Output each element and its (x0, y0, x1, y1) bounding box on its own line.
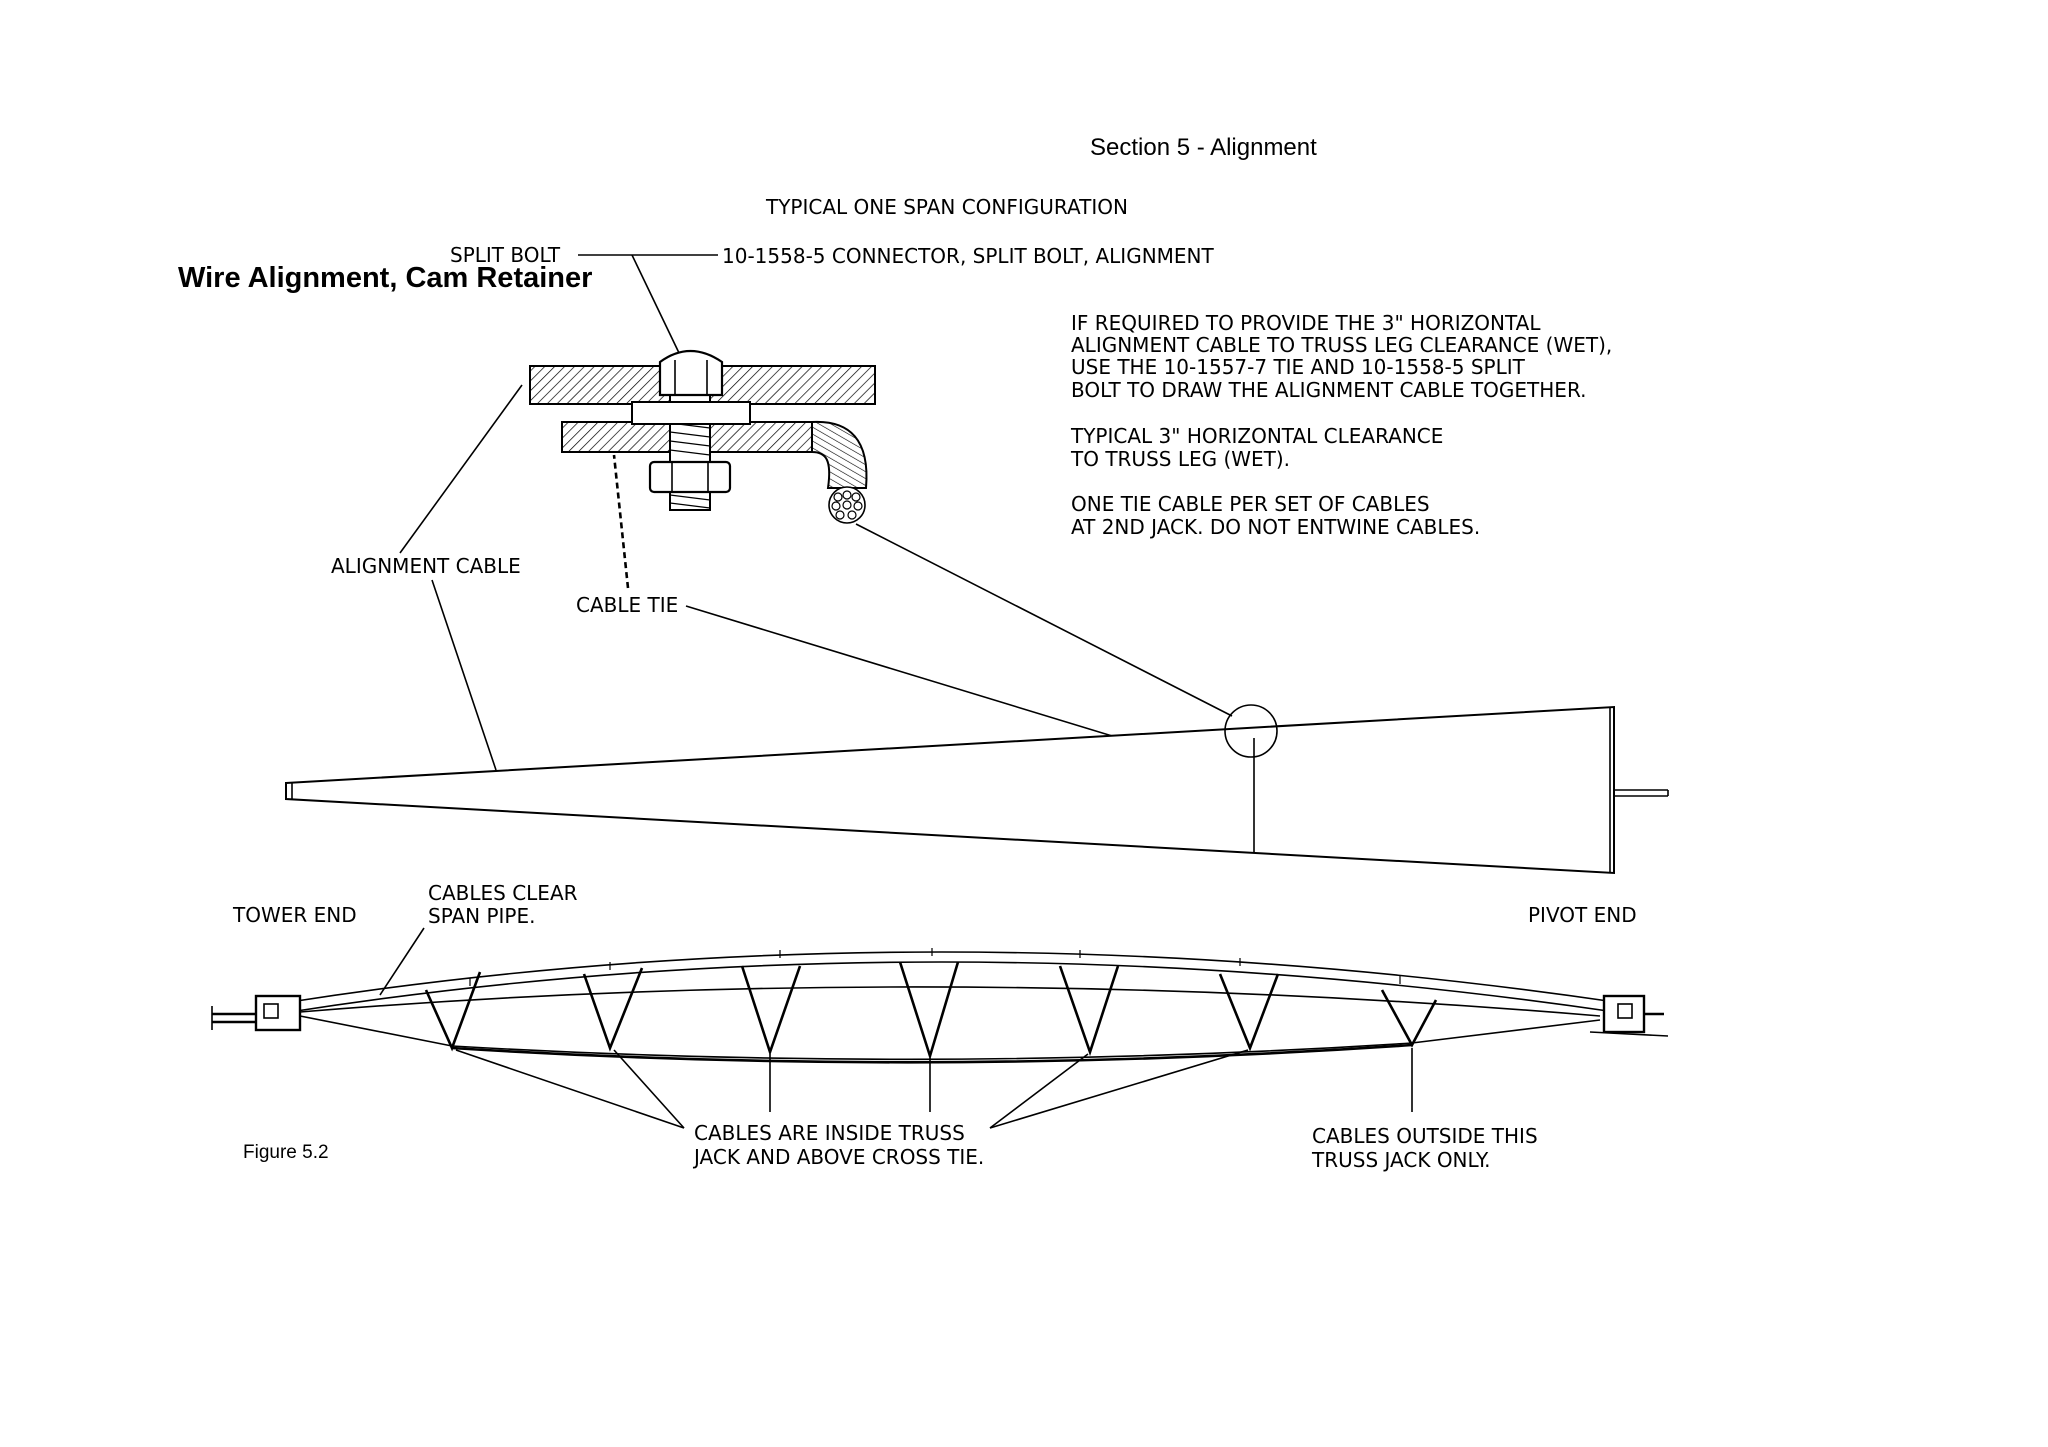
connector-label: 10-1558-5 CONNECTOR, SPLIT BOLT, ALIGNME… (722, 244, 1215, 268)
note2-line1: TYPICAL 3" HORIZONTAL CLEARANCE (1070, 424, 1443, 448)
cable-strand-end (828, 486, 866, 524)
tower-end-label: TOWER END (232, 903, 357, 927)
notes-block: IF REQUIRED TO PROVIDE THE 3" HORIZONTAL… (1070, 311, 1612, 539)
pivot-end-bracket (1589, 994, 1669, 1037)
note3-line1: ONE TIE CABLE PER SET OF CABLES (1071, 492, 1430, 516)
split-bolt-detail (529, 350, 876, 524)
inside-truss-leaders (455, 1049, 1249, 1129)
page-title: Wire Alignment, Cam Retainer (178, 262, 592, 294)
cable-tie-leader-up (612, 454, 630, 589)
cables-outside-line2: TRUSS JACK ONLY. (1311, 1148, 1491, 1172)
drawing-heading: TYPICAL ONE SPAN CONFIGURATION (765, 195, 1128, 219)
alignment-cable-label: ALIGNMENT CABLE (331, 554, 521, 578)
cables-inside-line1: CABLES ARE INSIDE TRUSS (694, 1121, 965, 1145)
tower-end-bracket (211, 994, 302, 1032)
split-bolt-label: SPLIT BOLT (450, 243, 561, 267)
cables-clear-line1: CABLES CLEAR (428, 881, 578, 905)
truss-side-view (211, 948, 1669, 1064)
detail-leader (855, 523, 1233, 717)
note3-line2: AT 2ND JACK. DO NOT ENTWINE CABLES. (1071, 515, 1480, 539)
note1-line2: ALIGNMENT CABLE TO TRUSS LEG CLEARANCE (… (1071, 333, 1612, 357)
connector-leader (631, 254, 681, 356)
note1-line4: BOLT TO DRAW THE ALIGNMENT CABLE TOGETHE… (1071, 378, 1587, 402)
alignment-cable-leader-a (399, 384, 523, 554)
note2-line2: TO TRUSS LEG (WET). (1070, 447, 1290, 471)
cables-clear-leader (379, 927, 425, 996)
cables-outside-line1: CABLES OUTSIDE THIS (1312, 1124, 1538, 1148)
note1-line1: IF REQUIRED TO PROVIDE THE 3" HORIZONTAL (1071, 311, 1541, 335)
figure-caption: Figure 5.2 (243, 1142, 329, 1163)
note1-line3: USE THE 10-1557-7 TIE AND 10-1558-5 SPLI… (1071, 355, 1526, 379)
span-top-view (285, 704, 1669, 875)
section-header: Section 5 - Alignment (1090, 134, 1317, 161)
alignment-cable-leader-b (431, 579, 497, 771)
pivot-end-label: PIVOT END (1528, 903, 1637, 927)
cable-tie-label: CABLE TIE (576, 593, 678, 617)
detail-circle (1224, 704, 1278, 758)
cables-clear-line2: SPAN PIPE. (428, 904, 536, 928)
cables-inside-line2: JACK AND ABOVE CROSS TIE. (692, 1145, 984, 1169)
